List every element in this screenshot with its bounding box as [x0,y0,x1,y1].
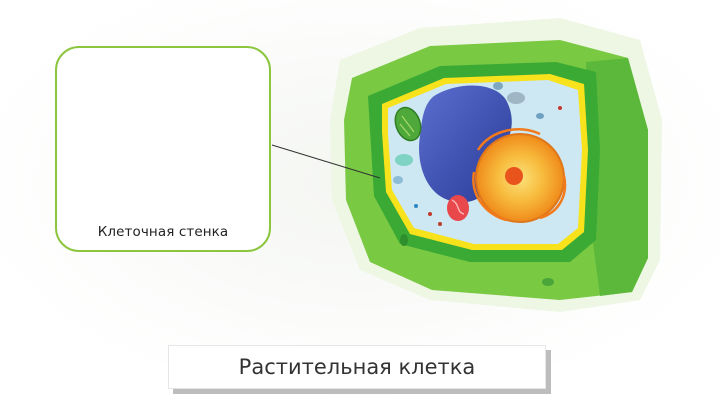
chloroplast-lines [399,115,415,137]
cell-wall-side [586,58,648,296]
plant-cell [330,18,662,312]
mitochondrion [507,92,525,104]
inset-label: Клеточная стенка [97,224,229,240]
caption-box: Растительная клетка [168,345,546,389]
ribosome [414,204,418,208]
leader-line [271,144,381,179]
organelle-red-folds [451,199,465,215]
wall-pit [400,234,408,246]
caption-title: Растительная клетка [238,355,476,379]
nucleolus [505,167,523,185]
endoplasmic-reticulum [472,128,567,222]
wall-pit [542,278,554,286]
ribosome [428,212,432,216]
golgi-body [395,154,413,166]
ribosome [438,222,442,226]
vesicle [493,82,503,90]
ribosome [558,106,562,110]
vesicle [393,176,403,184]
cell-wall-inset: Клеточная стенка [55,46,271,252]
vesicle [536,113,544,119]
